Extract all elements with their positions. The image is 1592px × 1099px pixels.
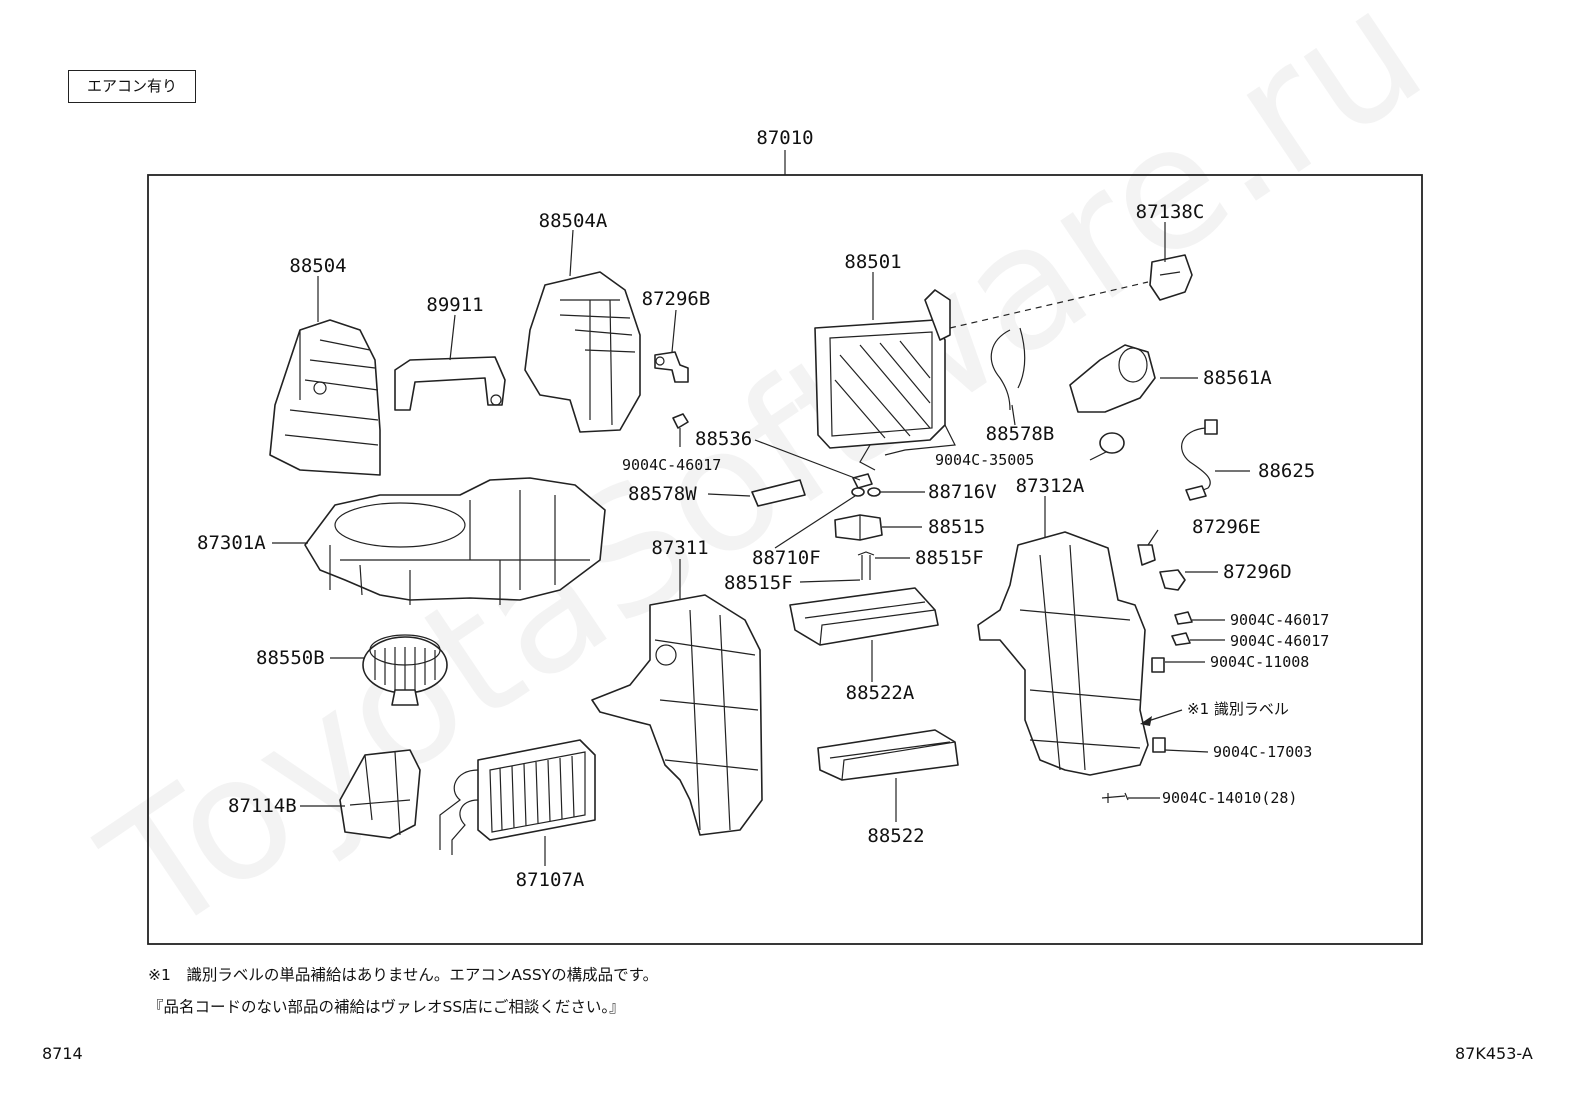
label-88504A: 88504A (539, 210, 608, 232)
label-87114B: 87114B (228, 795, 297, 817)
part-88504A (524, 271, 641, 433)
label-87107A: 87107A (516, 869, 585, 891)
part-87311 (591, 594, 763, 836)
label-9004C-46017-b: 9004C-46017 (1230, 611, 1329, 629)
part-9004C-11008 (1151, 657, 1165, 673)
label-88716V: 88716V (928, 481, 997, 503)
part-87301A (304, 477, 606, 605)
label-88522A: 88522A (846, 682, 915, 704)
label-88515: 88515 (928, 516, 985, 538)
part-88501 (814, 289, 956, 471)
part-87296B (654, 351, 689, 383)
part-9004C-46017-b (1174, 611, 1193, 625)
footnote-2: 『品名コードのない部品の補給はヴァレオSS店にご相談ください。』 (148, 998, 625, 1016)
label-9004C-46017-c: 9004C-46017 (1230, 632, 1329, 650)
page-number: 8714 (42, 1044, 83, 1063)
part-9004C-14010 (1101, 792, 1129, 803)
part-88522A (789, 587, 939, 646)
part-9004C-46017-c (1171, 632, 1191, 646)
part-88522 (817, 729, 959, 781)
part-87114B (339, 749, 421, 839)
part-88515 (834, 514, 883, 541)
part-88504 (269, 319, 381, 476)
part-87312A (977, 531, 1149, 776)
label-88578W: 88578W (628, 483, 697, 505)
label-87312A: 87312A (1016, 475, 1085, 497)
part-88561A (1069, 344, 1156, 413)
part-88716V (851, 487, 865, 497)
label-88625: 88625 (1258, 460, 1315, 482)
part-88578W (751, 479, 806, 507)
label-9004C-11008: 9004C-11008 (1210, 653, 1309, 671)
label-87296E: 87296E (1192, 516, 1261, 538)
part-89911 (394, 356, 506, 411)
label-marker: ※1 識別ラベル (1187, 700, 1289, 718)
label-88501: 88501 (844, 251, 901, 273)
part-88536 (852, 473, 873, 489)
part-88578B (990, 329, 1011, 411)
label-88710F: 88710F (752, 547, 821, 569)
label-87296D: 87296D (1223, 561, 1292, 583)
label-87138C: 87138C (1136, 201, 1205, 223)
part-88550B (362, 634, 448, 706)
label-88578B: 88578B (986, 423, 1055, 445)
part-87107A (439, 739, 596, 855)
label-88515F-a: 88515F (915, 547, 984, 569)
footnote-1: ※1 識別ラベルの単品補給はありません。エアコンASSYの構成品です。 (148, 966, 659, 984)
label-89911: 89911 (426, 294, 483, 316)
label-88550B: 88550B (256, 647, 325, 669)
label-87010: 87010 (756, 127, 813, 149)
label-9004C-35005: 9004C-35005 (935, 451, 1034, 469)
label-88504: 88504 (289, 255, 346, 277)
label-87296B: 87296B (642, 288, 711, 310)
label-9004C-17003: 9004C-17003 (1213, 743, 1312, 761)
part-88625 (1181, 419, 1218, 501)
label-9004C-46017-a: 9004C-46017 (622, 456, 721, 474)
label-88515F-b: 88515F (724, 572, 793, 594)
label-88536: 88536 (695, 428, 752, 450)
leader-lines (272, 222, 1250, 866)
label-88522: 88522 (867, 825, 924, 847)
figure-code: 87K453-A (1455, 1044, 1533, 1063)
label-9004C-14010: 9004C-14010(28) (1162, 789, 1297, 807)
part-9004C-35005 (1099, 432, 1125, 454)
part-88515F (857, 551, 875, 580)
header-tag: エアコン有り (68, 70, 196, 103)
part-87296E (1137, 544, 1156, 566)
label-88561A: 88561A (1203, 367, 1272, 389)
part-87138C (949, 254, 1193, 329)
label-87311: 87311 (651, 537, 708, 559)
part-9004C-46017-a (672, 413, 689, 429)
part-87296D (1159, 569, 1186, 591)
part-9004C-17003 (1152, 737, 1166, 753)
label-87301A: 87301A (197, 532, 266, 554)
